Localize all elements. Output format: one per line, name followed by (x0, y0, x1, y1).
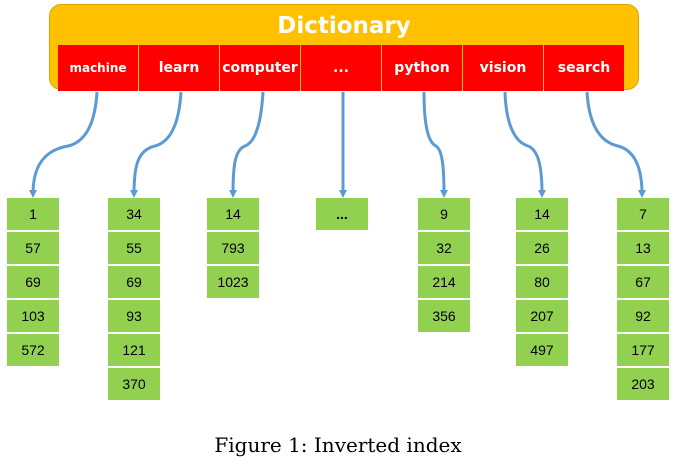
arrow-machine (29, 91, 99, 198)
posting: 1023 (207, 266, 259, 298)
posting: 1 (7, 198, 59, 230)
posting: 207 (516, 300, 568, 332)
figure-caption: Figure 1: Inverted index (214, 433, 462, 457)
posting: 177 (617, 334, 669, 366)
term-ellipsis: ... (301, 45, 381, 91)
posting-list-ellipsis: ... (316, 198, 368, 230)
posting: 32 (418, 232, 470, 264)
posting: 121 (108, 334, 160, 366)
posting: 203 (617, 368, 669, 400)
posting-list-computer: 14 793 1023 (207, 198, 259, 298)
posting-list-learn: 34 55 69 93 121 370 (108, 198, 160, 400)
posting: 80 (516, 266, 568, 298)
posting: 67 (617, 266, 669, 298)
posting: 55 (108, 232, 160, 264)
posting: 69 (7, 266, 59, 298)
posting: 9 (418, 198, 470, 230)
posting: 103 (7, 300, 59, 332)
posting: 92 (617, 300, 669, 332)
posting-list-vision: 14 26 80 207 497 (516, 198, 568, 366)
posting: 497 (516, 334, 568, 366)
posting: 34 (108, 198, 160, 230)
term-python: python (382, 45, 462, 91)
term-search: search (544, 45, 624, 91)
posting: 356 (418, 300, 470, 332)
posting: 793 (207, 232, 259, 264)
dictionary-title: Dictionary (277, 13, 411, 39)
arrow-vision (503, 91, 546, 198)
posting: 214 (418, 266, 470, 298)
posting-list-search: 7 13 67 92 177 203 (617, 198, 669, 400)
posting-list-machine: 1 57 69 103 572 (7, 198, 59, 366)
posting: 13 (617, 232, 669, 264)
posting: 69 (108, 266, 160, 298)
dictionary-terms: machine learn computer ... python vision… (58, 45, 624, 91)
arrow-search (585, 91, 646, 198)
posting: 26 (516, 232, 568, 264)
arrow-computer (229, 91, 265, 198)
posting: ... (316, 198, 368, 230)
posting: 14 (516, 198, 568, 230)
posting-list-python: 9 32 214 356 (418, 198, 470, 332)
posting: 7 (617, 198, 669, 230)
dictionary-box: Dictionary machine learn computer ... py… (49, 4, 639, 91)
arrow-python (422, 91, 448, 198)
posting: 57 (7, 232, 59, 264)
posting: 572 (7, 334, 59, 366)
term-computer: computer (220, 45, 300, 91)
term-learn: learn (139, 45, 219, 91)
posting: 93 (108, 300, 160, 332)
arrow-learn (130, 91, 183, 198)
term-machine: machine (58, 45, 138, 91)
posting: 14 (207, 198, 259, 230)
term-vision: vision (463, 45, 543, 91)
posting: 370 (108, 368, 160, 400)
